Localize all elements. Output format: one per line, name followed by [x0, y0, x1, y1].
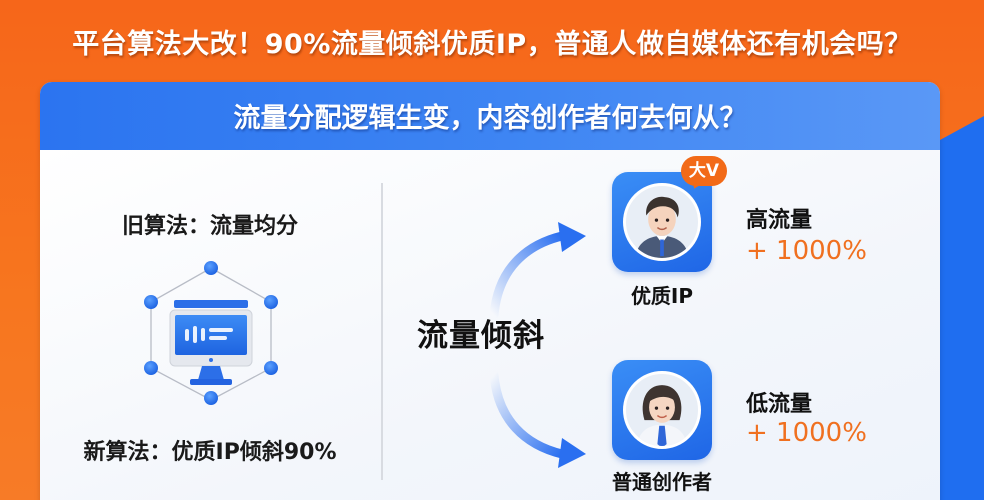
big-v-badge: 大V — [681, 156, 727, 186]
card-body: 旧算法：流量均分 — [40, 150, 940, 500]
network-computer-icon — [144, 261, 278, 405]
premium-ip-caption: 优质IP — [630, 284, 694, 308]
low-traffic-label: 低流量 — [746, 392, 813, 417]
info-card: 流量分配逻辑生变，内容创作者何去何从？ 旧算法：流量均分 — [40, 82, 940, 500]
old-algorithm-label: 旧算法：流量均分 — [121, 214, 298, 239]
high-traffic-value: + 1000% — [746, 236, 867, 266]
column-divider — [381, 183, 383, 480]
traffic-tilt-label: 流量倾斜 — [417, 318, 545, 354]
high-traffic-label: 高流量 — [746, 208, 813, 233]
ordinary-creator-caption: 普通创作者 — [612, 470, 712, 494]
arrow-down-right-icon — [489, 370, 586, 468]
card-header: 流量分配逻辑生变，内容创作者何去何从？ — [40, 82, 940, 150]
page-title: 平台算法大改！90%流量倾斜优质IP，普通人做自媒体还有机会吗？ — [72, 29, 912, 60]
ordinary-creator-avatar-tile — [612, 360, 712, 460]
new-algorithm-label: 新算法：优质IP倾斜90% — [83, 440, 337, 465]
premium-ip-avatar-tile — [612, 172, 712, 272]
male-avatar-icon — [623, 183, 701, 261]
flow-arrows — [489, 222, 586, 468]
low-traffic-value: + 1000% — [746, 418, 867, 448]
card-header-title: 流量分配逻辑生变，内容创作者何去何从？ — [233, 103, 747, 134]
arrow-up-right-icon — [489, 222, 586, 320]
female-avatar-icon — [623, 371, 701, 449]
